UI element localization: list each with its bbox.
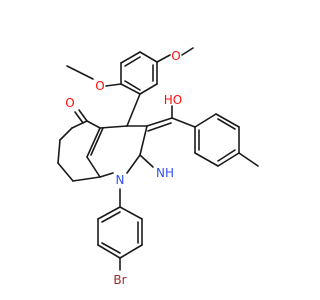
ketone-oxygen-label: O <box>65 96 74 110</box>
imine-bond <box>139 154 154 168</box>
exocyclic-double-bond <box>146 117 173 132</box>
methyl-bond <box>238 152 259 167</box>
cyclohexenone-ring <box>57 120 101 182</box>
bromine-label: Br <box>113 273 126 287</box>
tolyl-ring <box>171 113 240 167</box>
dimethoxyphenyl-ring <box>120 51 158 95</box>
dihydropyridine-ring <box>86 125 148 178</box>
methoxy-oxygen-left-label: O <box>95 79 104 93</box>
ketone-double-bond <box>74 109 88 124</box>
molecule-diagram: O O HO O NH N Br <box>57 47 259 287</box>
imine-label: NH <box>156 166 174 180</box>
methoxy-group-top <box>156 47 194 63</box>
methoxy-group-left <box>66 65 122 87</box>
hydroxyl-label: HO <box>164 93 182 107</box>
bromophenyl-ring <box>97 206 143 259</box>
ring-nitrogen-label: N <box>116 173 125 187</box>
methoxy-oxygen-top-label: O <box>171 49 180 63</box>
aryl-c4-bond <box>126 93 141 127</box>
molecule-svg: O O HO O NH N Br <box>57 47 259 287</box>
